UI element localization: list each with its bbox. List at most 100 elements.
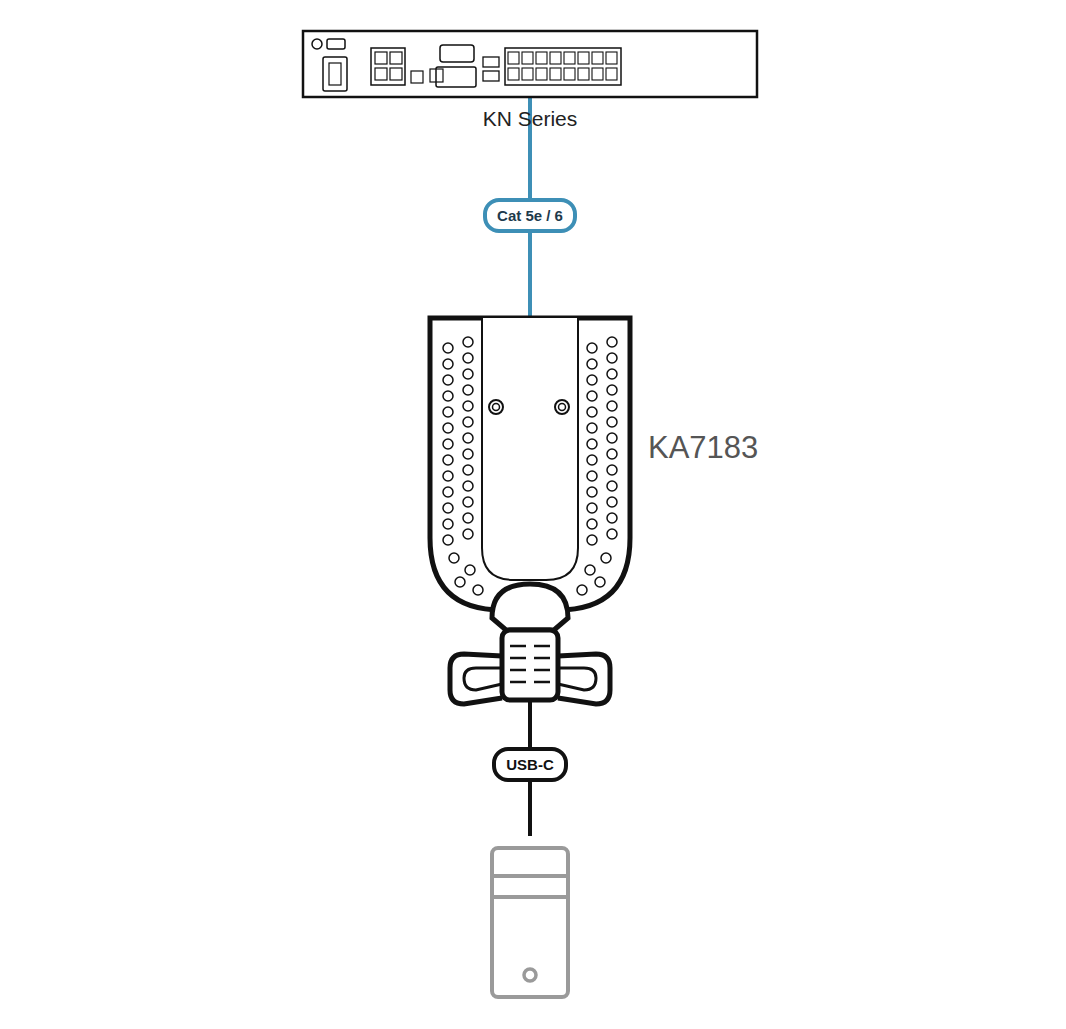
vent-hole — [587, 487, 597, 497]
rj45-port — [564, 52, 575, 64]
drive-bay — [492, 895, 568, 899]
rj45-port — [375, 68, 387, 80]
strain-relief-wing — [558, 654, 610, 704]
rj45-port — [522, 52, 533, 64]
vent-hole — [607, 513, 617, 523]
vent-hole — [607, 369, 617, 379]
screw — [489, 400, 503, 414]
rj45-port — [536, 68, 547, 80]
vent-hole — [443, 359, 453, 369]
vent-hole — [463, 481, 473, 491]
vent-hole — [443, 455, 453, 465]
rj45-port — [578, 52, 589, 64]
vga-port — [440, 45, 474, 62]
rj45-port — [522, 68, 533, 80]
screw — [493, 404, 500, 411]
vent-hole — [443, 375, 453, 385]
rj45-port — [606, 68, 617, 80]
vent-hole — [463, 401, 473, 411]
adapter-module: KA7183 — [430, 318, 630, 613]
vent-hole — [463, 529, 473, 539]
rj45-port — [578, 68, 589, 80]
dvi-port — [436, 67, 476, 87]
grip-rib — [534, 669, 550, 672]
rj45-port — [550, 52, 561, 64]
vent-hole — [595, 577, 605, 587]
vent-hole — [607, 497, 617, 507]
vent-hole — [463, 433, 473, 443]
adapter-module-outline — [430, 318, 630, 613]
vent-hole — [443, 343, 453, 353]
vent-hole — [607, 417, 617, 427]
vent-hole — [443, 439, 453, 449]
rj45-port — [606, 52, 617, 64]
vent-hole — [463, 353, 473, 363]
rj45-port — [508, 68, 519, 80]
vent-hole — [587, 359, 597, 369]
device-label: KA7183 — [648, 430, 758, 466]
rj45-port — [390, 68, 402, 80]
rj45-port — [592, 68, 603, 80]
vent-hole — [607, 465, 617, 475]
vent-hole — [587, 391, 597, 401]
vent-hole — [463, 385, 473, 395]
adapter-housing — [430, 318, 630, 610]
grip-rib — [534, 645, 550, 648]
strain-relief-wing — [558, 668, 596, 690]
power-switch — [327, 39, 345, 49]
screw — [559, 404, 566, 411]
vent-hole — [607, 481, 617, 491]
vent-hole — [463, 497, 473, 507]
vent-hole — [587, 407, 597, 417]
drive-bay — [492, 874, 568, 878]
vent-hole — [587, 439, 597, 449]
vent-hole — [443, 407, 453, 417]
power-button — [524, 969, 536, 981]
grip-rib — [510, 669, 526, 672]
chassis — [303, 31, 757, 97]
vent-hole — [463, 337, 473, 347]
device-label: KN Series — [483, 107, 578, 131]
rj45-port — [592, 52, 603, 64]
rj45-port — [536, 52, 547, 64]
vent-hole — [463, 465, 473, 475]
screw — [555, 400, 569, 414]
cable-label: USB-C — [492, 747, 568, 782]
vent-hole — [607, 401, 617, 411]
vent-hole — [449, 553, 459, 563]
kvm-switch-outline — [303, 31, 757, 97]
vent-hole — [443, 519, 453, 529]
usb-port — [483, 57, 499, 67]
cable-label: Cat 5e / 6 — [483, 198, 577, 233]
grip-rib — [510, 645, 526, 648]
vent-hole — [607, 449, 617, 459]
vent-hole — [607, 337, 617, 347]
vent-hole — [443, 471, 453, 481]
vent-hole — [463, 513, 473, 523]
vent-hole — [443, 391, 453, 401]
vent-hole — [443, 503, 453, 513]
kvm-switch: KN Series — [303, 31, 757, 97]
grip-rib — [510, 657, 526, 660]
rj45-port — [564, 68, 575, 80]
strain-relief — [502, 630, 558, 700]
vent-hole — [463, 369, 473, 379]
vent-hole — [607, 529, 617, 539]
vent-hole — [465, 565, 475, 575]
strain-relief-wing — [450, 654, 502, 704]
vent-hole — [607, 433, 617, 443]
vent-hole — [587, 423, 597, 433]
vent-hole — [587, 455, 597, 465]
rj45-port — [508, 52, 519, 64]
ground-screw — [312, 39, 322, 49]
vent-hole — [587, 535, 597, 545]
rj45-port — [550, 68, 561, 80]
power-inlet — [329, 63, 341, 85]
vent-hole — [587, 343, 597, 353]
kvm-ports — [505, 48, 621, 85]
strain-relief-wing — [464, 668, 502, 690]
vent-hole — [443, 487, 453, 497]
rj45-port — [390, 52, 402, 64]
vent-hole — [585, 565, 595, 575]
plug-head — [492, 584, 568, 630]
